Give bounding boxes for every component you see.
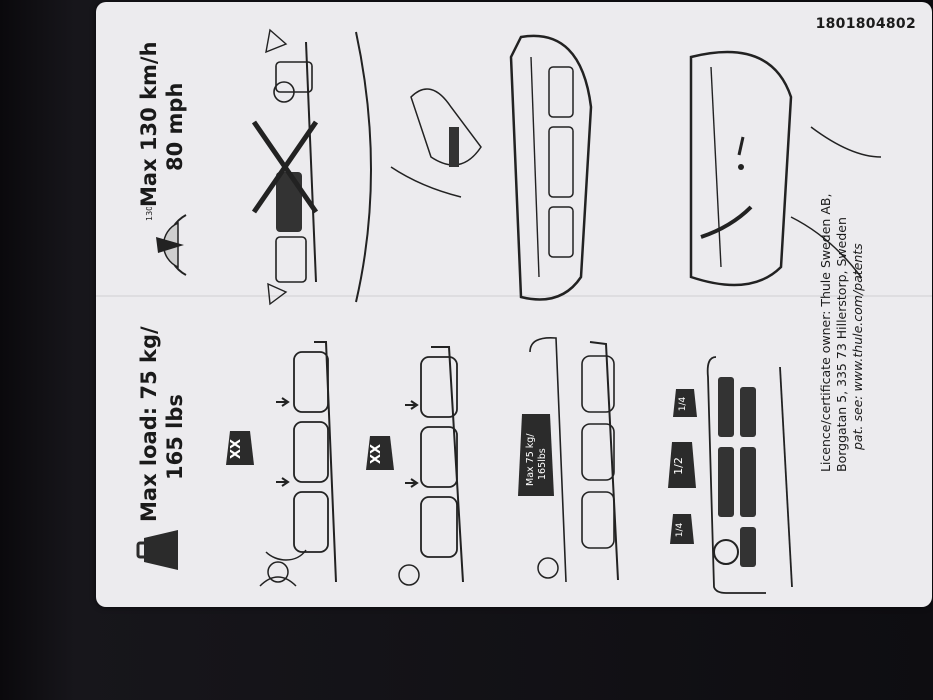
xx-weight-badge-2: XX: [366, 436, 394, 470]
instruction-sticker: 1801804802 Max load: 75 kg/ 165 lbs 130 …: [96, 2, 932, 607]
max-weight-badge: Max 75 kg/ 165lbs: [518, 414, 554, 496]
license-line3: pat. see: www.thule.com/patents: [850, 243, 865, 450]
quarter-badge-bottom: 1/4: [670, 514, 694, 544]
quarter-badge-top: 1/4: [673, 389, 697, 417]
speedometer-icon: 130: [145, 207, 187, 276]
max-speed-line1: Max 130 km/h: [137, 41, 161, 207]
half-text: 1/2: [672, 457, 685, 475]
illustration-load-xx-1: [259, 341, 337, 587]
license-line1: Licence/certificate owner: Thule Sweden …: [818, 193, 833, 472]
badge-xx-text-1: XX: [229, 439, 244, 459]
illustration-max-load-box: [529, 336, 619, 583]
half-badge: 1/2: [668, 442, 696, 488]
product-code: 1801804802: [815, 16, 916, 32]
illustration-no-ski-mount: [251, 28, 372, 306]
max-load-title: Max load: 75 kg/ 165 lbs: [136, 326, 188, 522]
license-info: Licence/certificate owner: Thule Sweden …: [818, 194, 866, 472]
illustration-open-box-key: [390, 34, 593, 301]
illustration-close-box: [689, 50, 882, 287]
max-badge-line2: 165lbs: [537, 448, 548, 480]
gauge-tick-label: 130: [145, 207, 154, 221]
illustration-load-xx-2: [398, 346, 464, 586]
luggage-weight-icon: [136, 530, 178, 570]
quarter-top-text: 1/4: [678, 396, 688, 411]
max-speed-title: Max 130 km/h 80 mph: [136, 41, 188, 207]
xx-weight-badge-1: XX: [226, 431, 254, 465]
quarter-bottom-text: 1/4: [675, 522, 685, 537]
max-load-line1: Max load: 75 kg/: [137, 326, 161, 522]
badge-xx-text-2: XX: [369, 444, 384, 464]
fold-line: [96, 295, 932, 297]
max-load-line2: 165 lbs: [163, 394, 187, 480]
max-badge-line1: Max 75 kg/: [525, 433, 536, 486]
max-speed-line2: 80 mph: [163, 82, 187, 171]
license-line2: Borggatan 5, 335 73 Hillerstorp, Sweden: [834, 217, 849, 472]
illustration-load-distribution: [706, 356, 793, 594]
